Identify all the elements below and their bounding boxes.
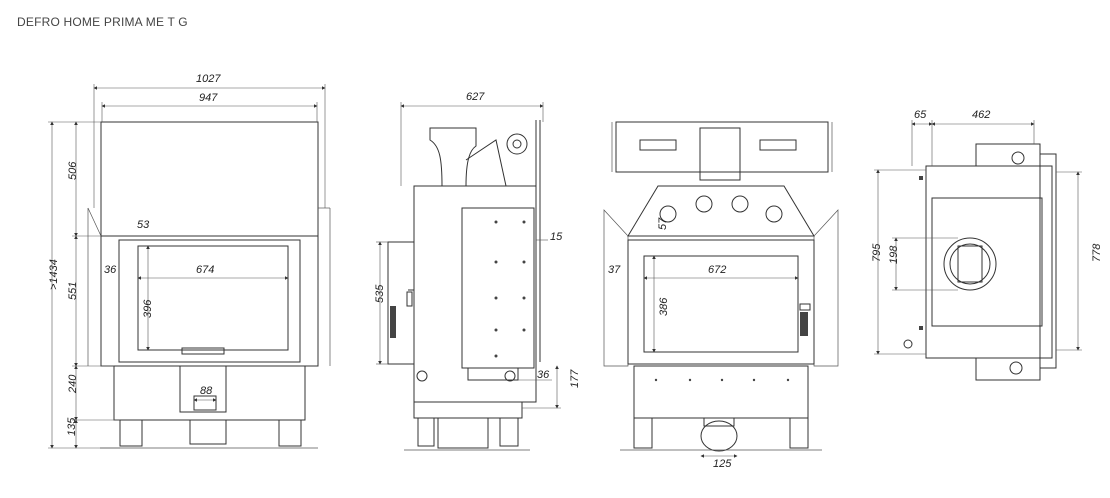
side-overall-depth: 627 — [466, 91, 485, 103]
rear-opening-width: 672 — [708, 264, 726, 276]
top-depth-total: 795 — [871, 243, 883, 262]
front-view: 1027 947 674 36 53 396 88 506 551 240 13… — [48, 73, 331, 449]
top-depth-right: 778 — [1091, 243, 1103, 262]
side-door-height: 535 — [374, 284, 386, 303]
rear-glass-height: 386 — [658, 297, 670, 316]
rear-outlet-diameter: 125 — [713, 458, 732, 470]
top-offset-left: 65 — [914, 109, 927, 121]
front-opening-width: 674 — [196, 264, 214, 276]
top-width: 462 — [972, 109, 990, 121]
front-top-width: 947 — [199, 92, 218, 104]
front-height-mid: 551 — [67, 282, 79, 300]
front-frame-left: 36 — [104, 264, 117, 276]
front-overall-width: 1027 — [196, 73, 221, 85]
top-view: 65 462 795 198 778 — [871, 109, 1103, 381]
side-bottom-offset: 36 — [537, 369, 550, 381]
rear-view: 672 37 57 386 125 — [603, 121, 839, 470]
drawing-title: DEFRO HOME PRIMA ME T G — [17, 15, 188, 29]
front-glass-height: 396 — [142, 299, 154, 318]
side-door-gap: 15 — [550, 231, 563, 243]
rear-frame-left: 37 — [608, 264, 621, 276]
front-total-height: >1434 — [48, 259, 60, 290]
top-flue-diameter: 198 — [888, 245, 900, 264]
side-bottom-height: 177 — [569, 369, 581, 388]
front-height-base: 240 — [67, 374, 79, 394]
side-view: 627 15 535 36 177 — [374, 91, 581, 451]
front-air-inlet: 88 — [200, 385, 213, 397]
front-height-legs: 135 — [66, 417, 78, 436]
rear-frame-top: 57 — [657, 217, 669, 230]
front-height-top: 506 — [67, 161, 79, 180]
front-frame-top: 53 — [137, 219, 150, 231]
